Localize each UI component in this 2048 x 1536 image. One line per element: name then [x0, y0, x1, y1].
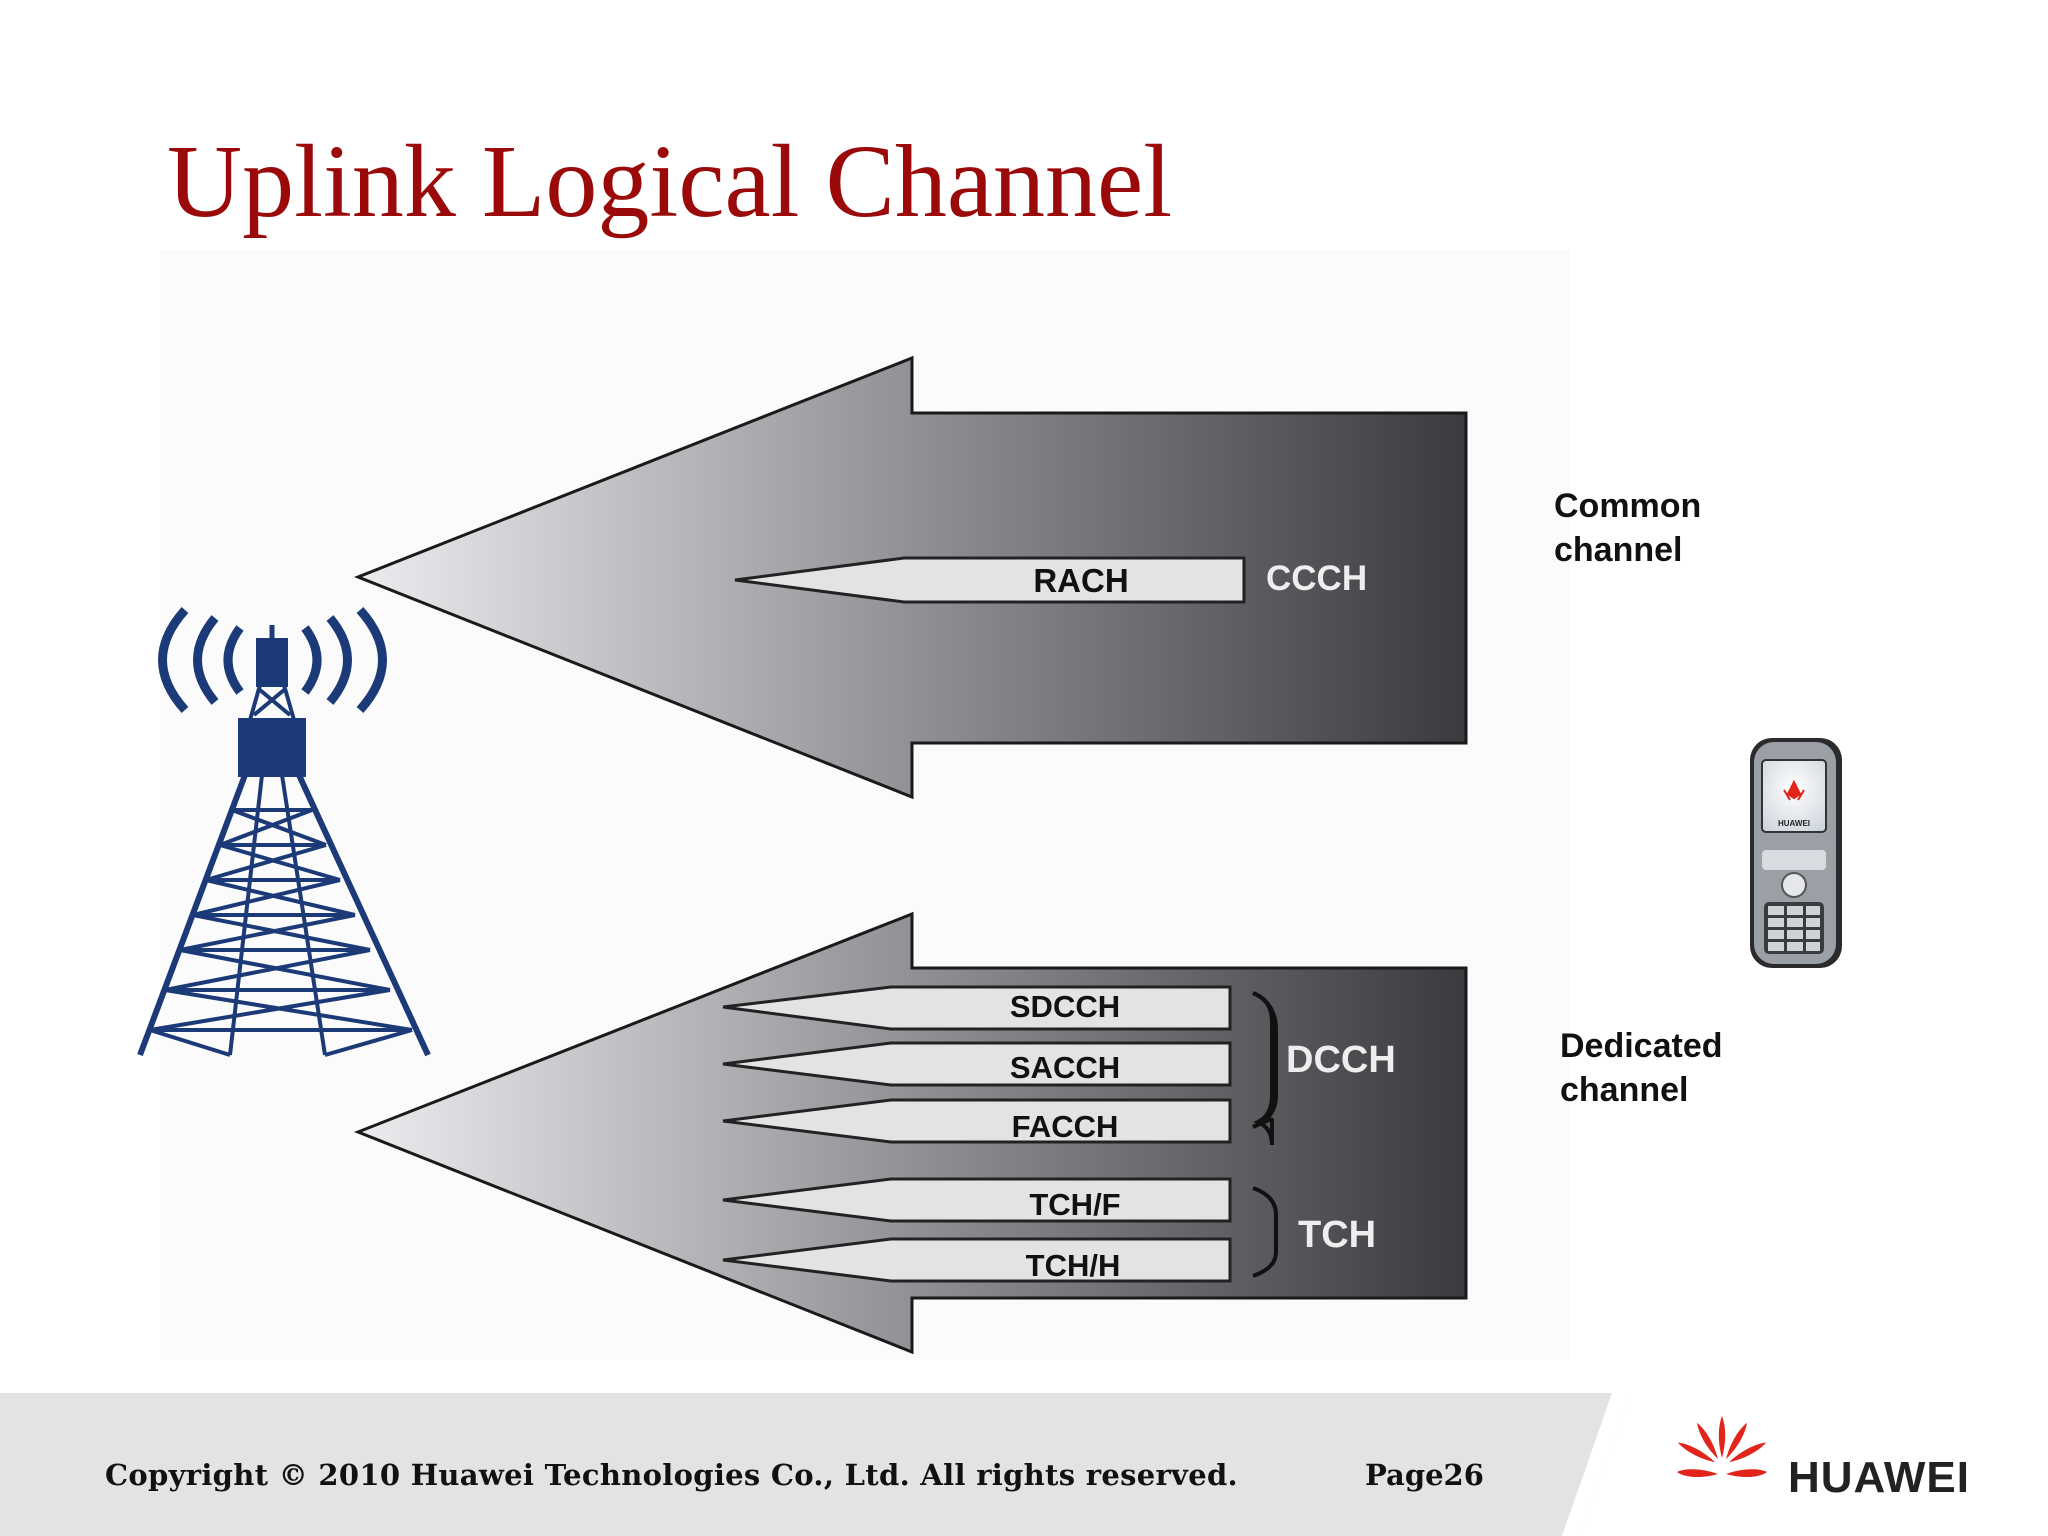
phone-brand-label: HUAWEI	[1778, 819, 1810, 828]
tchh-label: TCH/H	[1026, 1248, 1121, 1283]
footer-band	[0, 1393, 2048, 1536]
cell-tower-icon	[137, 606, 431, 1057]
copyright-text: Copyright © 2010 Huawei Technologies Co.…	[105, 1458, 1238, 1492]
mobile-phone-icon: HUAWEI	[1750, 738, 1842, 968]
dedicated-channel-line1: Dedicated	[1560, 1027, 1723, 1065]
common-channel-label: Common channel	[1554, 484, 1701, 572]
dcch-label: DCCH	[1286, 1039, 1396, 1081]
uplink-channel-diagram: RACH CCCH SDCCH SACCH FACCH TCH/F TCH/H …	[137, 355, 1842, 1355]
sacch-label: SACCH	[1010, 1050, 1120, 1085]
dcch-brace-line	[1252, 991, 1278, 1129]
tch-brace	[1252, 1186, 1278, 1278]
common-channel-line1: Common	[1554, 487, 1702, 525]
tchf-arrow	[722, 1177, 1232, 1223]
huawei-brand-text: HUAWEI	[1788, 1453, 1970, 1502]
tchh-arrow	[722, 1237, 1232, 1283]
tch-label: TCH	[1298, 1214, 1376, 1256]
facch-label: FACCH	[1012, 1109, 1119, 1144]
sdcch-label: SDCCH	[1010, 989, 1120, 1024]
tchf-label: TCH/F	[1029, 1187, 1120, 1222]
dedicated-channel-label: Dedicated channel	[1560, 1024, 1723, 1112]
facch-arrow	[722, 1098, 1232, 1144]
page-number: Page26	[1365, 1458, 1484, 1492]
sdcch-arrow	[722, 985, 1232, 1031]
dedicated-channel-line2: channel	[1560, 1071, 1689, 1109]
ccch-label: CCCH	[1266, 559, 1367, 598]
rach-arrow	[734, 556, 1246, 604]
huawei-logo-icon	[1677, 1416, 1767, 1478]
sacch-arrow	[722, 1041, 1232, 1087]
slide-title: Uplink Logical Channel	[167, 124, 1173, 239]
common-channel-line2: channel	[1554, 531, 1683, 569]
rach-label: RACH	[1033, 562, 1128, 599]
